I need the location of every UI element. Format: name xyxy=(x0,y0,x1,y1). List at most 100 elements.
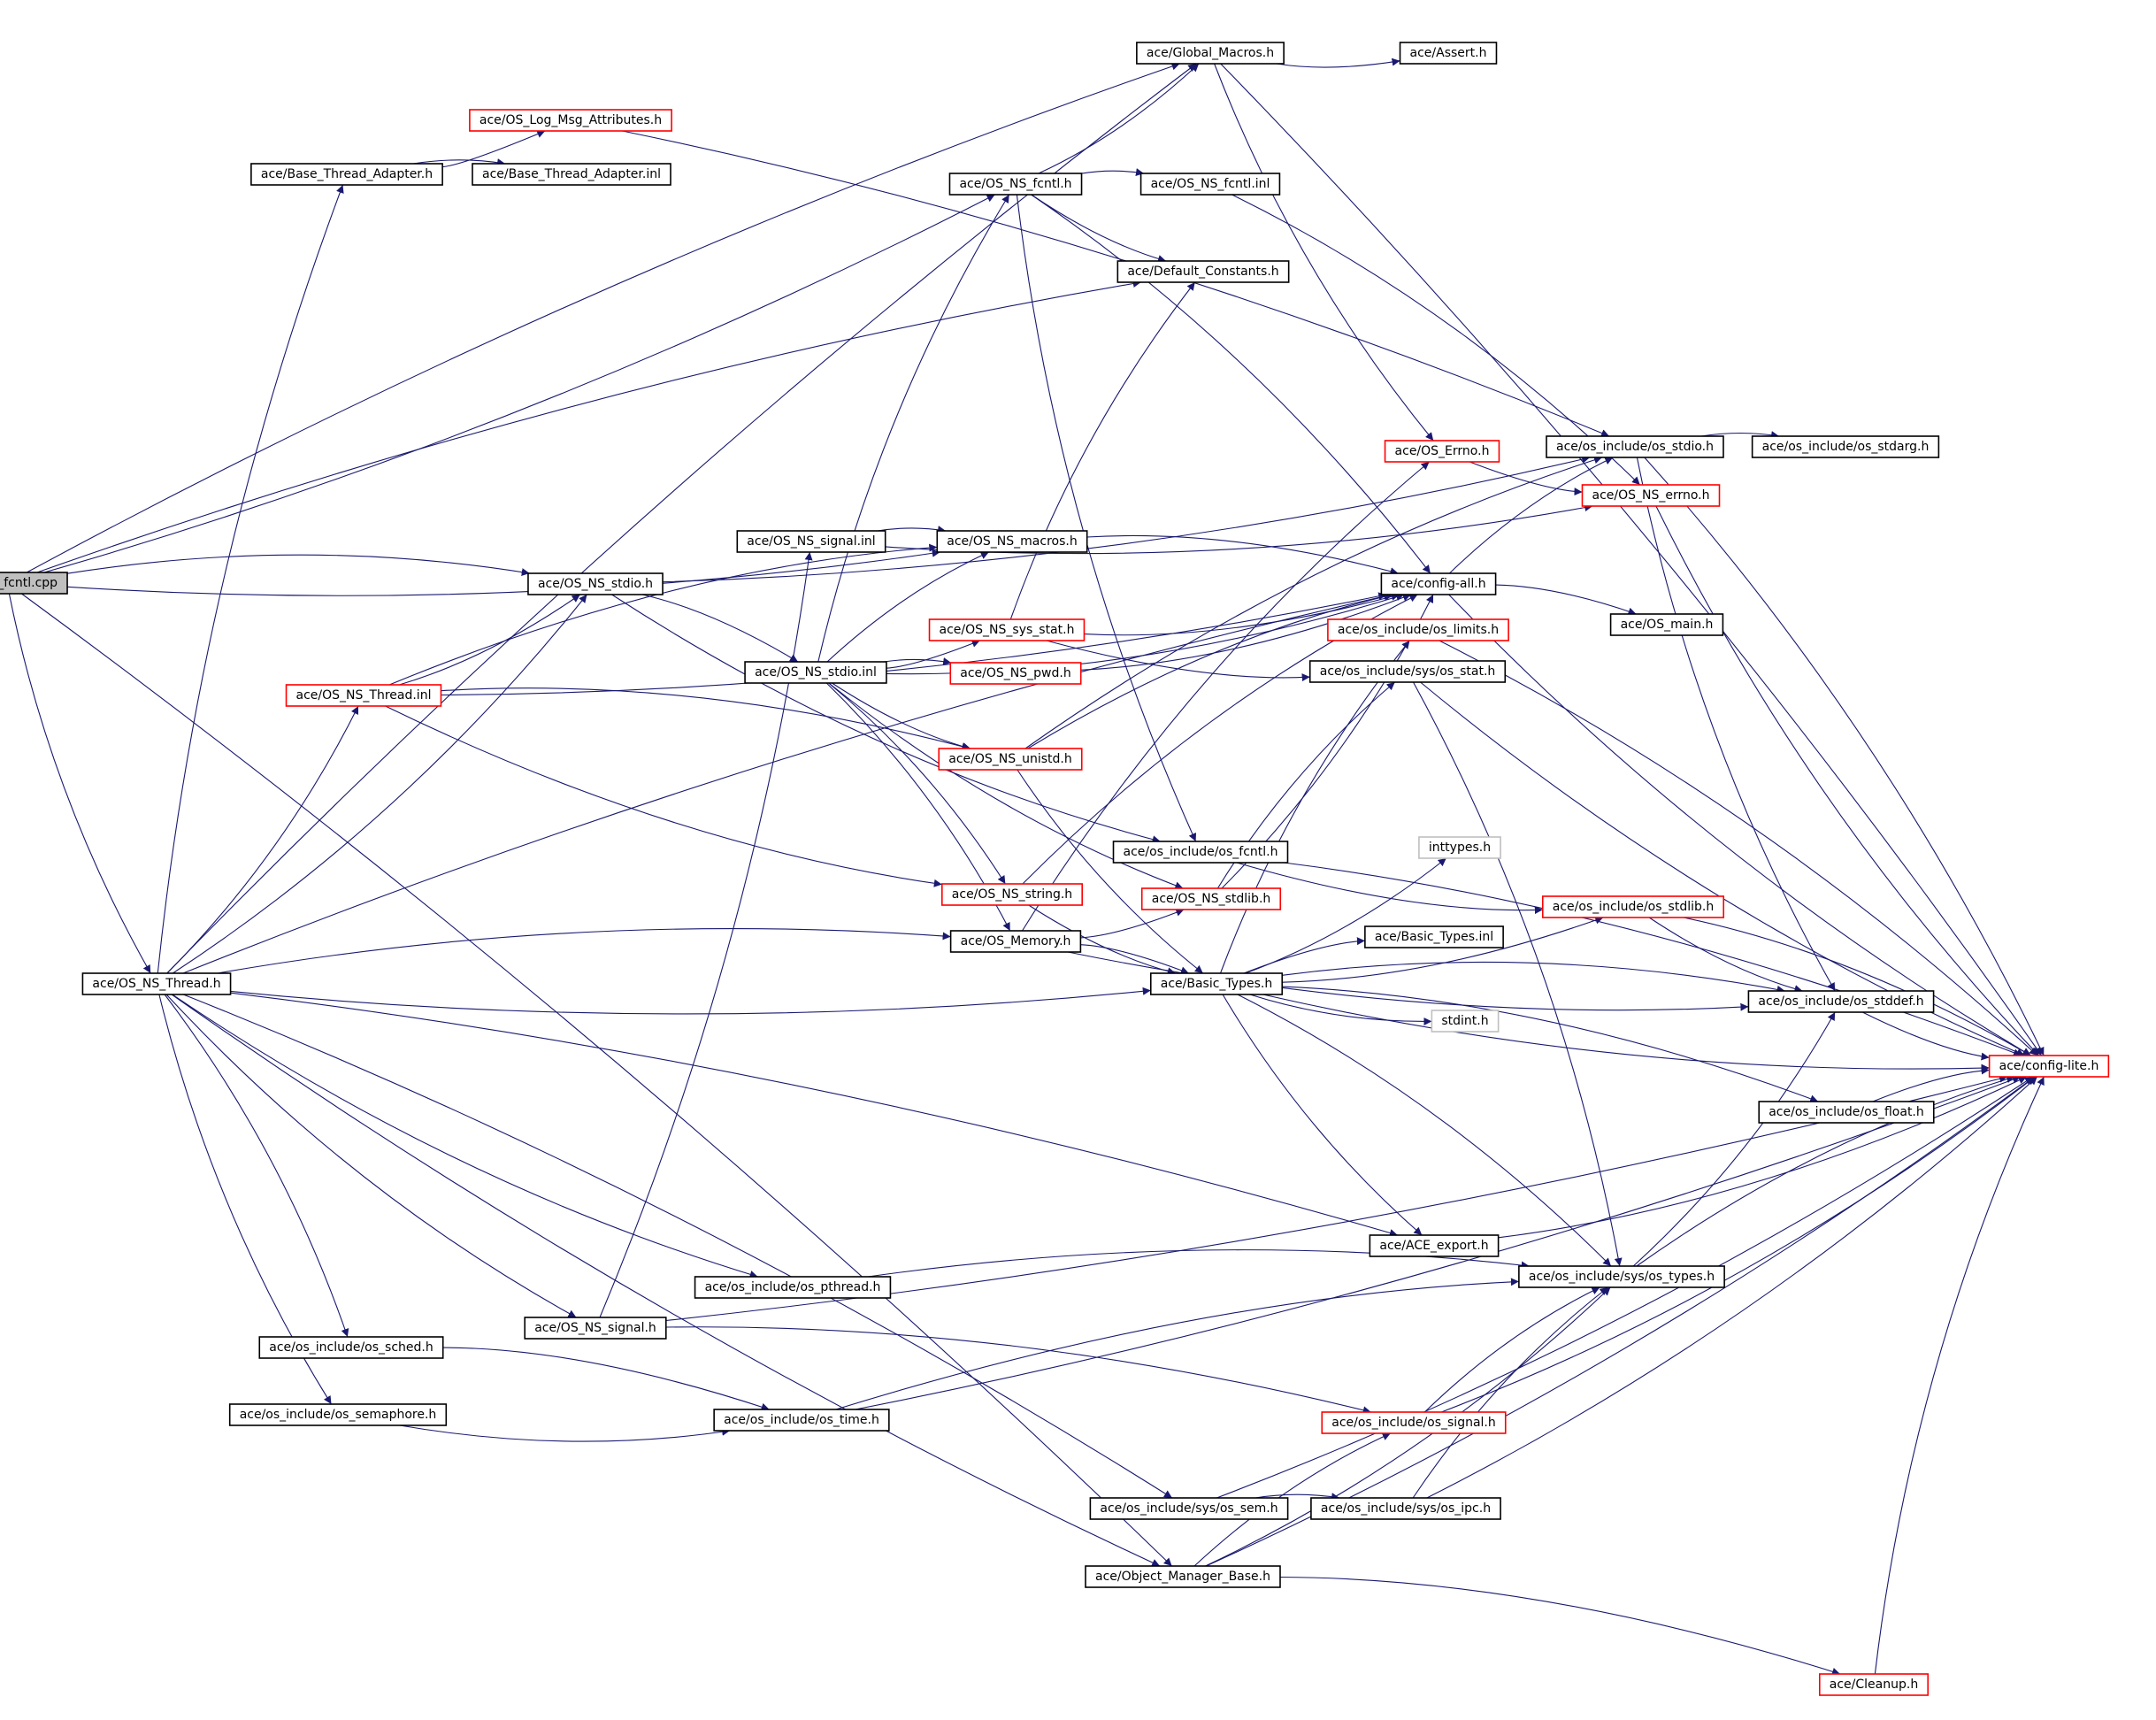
node-label: ace/OS_NS_stdlib.h xyxy=(1152,892,1271,906)
node-config-lite[interactable]: ace/config-lite.h xyxy=(1988,1055,2110,1078)
edge-thread-h-to-thread-inl xyxy=(166,705,359,974)
node-signal-inl[interactable]: ace/OS_NS_signal.inl xyxy=(736,530,886,553)
node-box xyxy=(713,1409,890,1432)
edge-thread-h-to-config-all xyxy=(182,592,1393,974)
node-ns-signal-h[interactable]: ace/OS_NS_signal.h xyxy=(524,1317,667,1340)
node-sys-stat-ns[interactable]: ace/OS_NS_sys_stat.h xyxy=(928,618,1086,641)
node-label: ace/os_include/os_limits.h xyxy=(1338,623,1499,637)
edge-sys-os-stat-to-sys-types xyxy=(1413,681,1623,1267)
node-stdio-inl[interactable]: ace/OS_NS_stdio.inl xyxy=(744,661,887,684)
node-os-time[interactable]: ace/os_include/os_time.h xyxy=(713,1409,890,1432)
node-ns-errno[interactable]: ace/OS_NS_errno.h xyxy=(1581,484,1721,507)
node-label: ace/Cleanup.h xyxy=(1830,1678,1918,1692)
edge-stdio-h-to-os-fcntl xyxy=(611,594,1161,844)
edge-thread-inl-to-macros xyxy=(388,543,938,686)
node-label: ace/os_include/sys/os_types.h xyxy=(1529,1270,1715,1284)
edge-macros-to-config-all xyxy=(1086,534,1399,576)
node-stdint[interactable]: stdint.h xyxy=(1431,1010,1500,1033)
node-fcntl-h[interactable]: ace/OS_NS_fcntl.h xyxy=(948,173,1083,196)
node-label: ace/ACE_export.h xyxy=(1379,1239,1488,1253)
node-os-float[interactable]: ace/os_include/os_float.h xyxy=(1758,1101,1935,1124)
node-default-const[interactable]: ace/Default_Constants.h xyxy=(1116,260,1290,283)
node-label: ace/OS_main.h xyxy=(1621,618,1714,632)
edge-root-to-obj-mgr xyxy=(21,593,1172,1567)
edge-thread-h-to-os-pthread xyxy=(172,994,758,1278)
node-label: ace/os_include/os_stdlib.h xyxy=(1553,900,1714,914)
node-basic-types[interactable]: ace/Basic_Types.h xyxy=(1149,972,1284,995)
node-sys-types[interactable]: ace/os_include/sys/os_types.h xyxy=(1518,1265,1725,1288)
node-pwd[interactable]: ace/OS_NS_pwd.h xyxy=(949,662,1082,685)
node-root[interactable]: OS_NS_fcntl.cpp xyxy=(0,572,68,595)
node-label: ace/os_include/sys/os_sem.h xyxy=(1100,1501,1277,1516)
node-basic-types-inl[interactable]: ace/Basic_Types.inl xyxy=(1364,925,1504,948)
node-os-errno[interactable]: ace/OS_Errno.h xyxy=(1384,440,1500,463)
node-label: ace/OS_Errno.h xyxy=(1395,444,1490,458)
edge-sys-stat-ns-to-sys-os-stat xyxy=(1046,640,1310,682)
node-sys-os-stat[interactable]: ace/os_include/sys/os_stat.h xyxy=(1308,660,1507,683)
edge-thread-h-to-stdio-h xyxy=(172,594,587,974)
node-inttypes[interactable]: inttypes.h xyxy=(1418,836,1501,859)
node-fcntl-inl[interactable]: ace/OS_NS_fcntl.inl xyxy=(1139,173,1281,196)
edge-sys-ipc-to-sys-types xyxy=(1412,1286,1608,1499)
node-box xyxy=(1751,435,1940,458)
node-os-sched[interactable]: ace/os_include/os_sched.h xyxy=(258,1336,444,1359)
edge-obj-mgr-to-config-lite xyxy=(1206,1076,2036,1567)
node-sys-ipc[interactable]: ace/os_include/sys/os_ipc.h xyxy=(1310,1497,1501,1520)
node-os-limits[interactable]: ace/os_include/os_limits.h xyxy=(1327,618,1509,641)
node-os-stdlib[interactable]: ace/os_include/os_stdlib.h xyxy=(1541,895,1725,918)
node-assert[interactable]: ace/Assert.h xyxy=(1399,42,1498,65)
node-label: ace/OS_NS_signal.h xyxy=(534,1321,656,1335)
node-box xyxy=(1546,435,1724,458)
node-stdio-h[interactable]: ace/OS_NS_stdio.h xyxy=(527,572,664,595)
node-box xyxy=(1380,572,1497,595)
node-os-stddef[interactable]: ace/os_include/os_stddef.h xyxy=(1747,990,1935,1013)
edge-os-sched-to-os-time xyxy=(442,1347,770,1411)
edge-stdio-inl-to-unistd xyxy=(832,682,971,751)
node-macros[interactable]: ace/OS_NS_macros.h xyxy=(936,530,1088,553)
node-label: ace/os_include/os_sched.h xyxy=(269,1340,433,1355)
node-os-semaphore[interactable]: ace/os_include/os_semaphore.h xyxy=(228,1403,448,1426)
edge-thread-h-to-ns-signal-h xyxy=(165,994,577,1318)
edge-global-macros-to-config-lite xyxy=(1220,63,2043,1056)
node-thread-h[interactable]: ace/OS_NS_Thread.h xyxy=(81,972,232,995)
edge-basic-types-to-basic-types-inl xyxy=(1243,937,1365,974)
node-os-stdarg[interactable]: ace/os_include/os_stdarg.h xyxy=(1751,435,1940,458)
edge-os-signal-to-sys-types xyxy=(1424,1286,1600,1413)
node-ns-string[interactable]: ace/OS_NS_string.h xyxy=(941,883,1083,906)
node-box xyxy=(941,883,1083,906)
node-bta-h[interactable]: ace/Base_Thread_Adapter.h xyxy=(250,163,443,186)
node-os-fcntl[interactable]: ace/os_include/os_fcntl.h xyxy=(1112,841,1289,864)
edge-os-limits-to-config-lite xyxy=(1439,640,2038,1056)
node-obj-mgr[interactable]: ace/Object_Manager_Base.h xyxy=(1085,1565,1281,1588)
node-global-macros[interactable]: ace/Global_Macros.h xyxy=(1136,42,1285,65)
node-box xyxy=(1541,895,1725,918)
node-label: ace/Object_Manager_Base.h xyxy=(1095,1570,1270,1584)
node-config-all[interactable]: ace/config-all.h xyxy=(1380,572,1497,595)
edge-ace-export-to-config-lite xyxy=(1498,1076,2027,1239)
node-box xyxy=(469,109,672,132)
node-label: ace/os_include/os_semaphore.h xyxy=(240,1408,437,1422)
node-os-stdio[interactable]: ace/os_include/os_stdio.h xyxy=(1546,435,1724,458)
node-sys-sem[interactable]: ace/os_include/sys/os_sem.h xyxy=(1089,1497,1289,1520)
node-os-memory[interactable]: ace/OS_Memory.h xyxy=(949,930,1082,953)
edge-root-to-global-macros xyxy=(26,62,1180,573)
node-log-msg[interactable]: ace/OS_Log_Msg_Attributes.h xyxy=(469,109,672,132)
node-layer: OS_NS_fcntl.cpp ace/Global_Macros.h ace/As… xyxy=(0,42,2110,1696)
node-box xyxy=(1085,1565,1281,1588)
node-bta-inl[interactable]: ace/Base_Thread_Adapter.inl xyxy=(472,163,671,186)
node-thread-inl[interactable]: ace/OS_NS_Thread.inl xyxy=(285,684,442,707)
node-label: ace/Base_Thread_Adapter.h xyxy=(261,167,433,181)
node-cleanup[interactable]: ace/Cleanup.h xyxy=(1818,1673,1930,1696)
node-os-signal[interactable]: ace/os_include/os_signal.h xyxy=(1321,1411,1507,1434)
edge-config-all-to-config-lite xyxy=(1448,594,2031,1056)
node-box xyxy=(1384,440,1500,463)
node-label: ace/Assert.h xyxy=(1410,46,1487,60)
node-ace-export[interactable]: ace/ACE_export.h xyxy=(1369,1234,1500,1257)
node-os-pthread[interactable]: ace/os_include/os_pthread.h xyxy=(694,1276,892,1299)
node-box xyxy=(1431,1010,1500,1033)
node-unistd[interactable]: ace/OS_NS_unistd.h xyxy=(938,748,1083,771)
node-ns-stdlib[interactable]: ace/OS_NS_stdlib.h xyxy=(1140,887,1282,910)
node-os-main[interactable]: ace/OS_main.h xyxy=(1609,613,1724,636)
node-label: ace/os_include/os_pthread.h xyxy=(705,1280,881,1294)
